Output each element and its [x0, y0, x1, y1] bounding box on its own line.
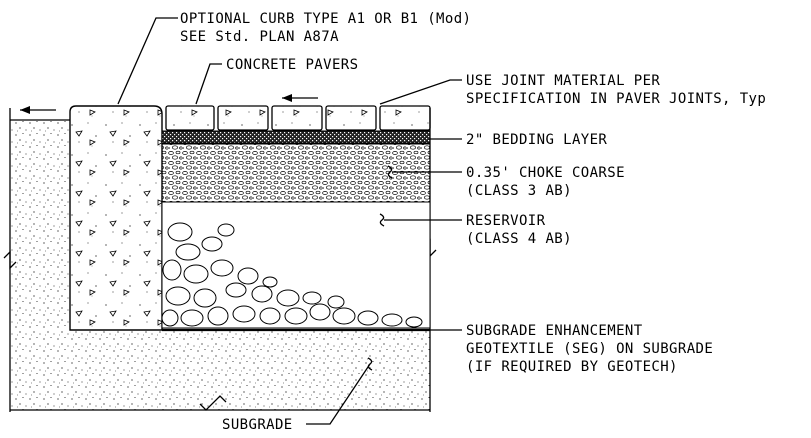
choke-label-line2: (CLASS 3 AB) [466, 183, 572, 199]
pavers-label: CONCRETE PAVERS [226, 57, 358, 73]
reservoir-label-line1: RESERVOIR [466, 213, 546, 229]
labels: OPTIONAL CURB TYPE A1 OR B1 (Mod) SEE St… [180, 11, 766, 433]
joint-label-line1: USE JOINT MATERIAL PER [466, 73, 660, 89]
curb-label-line1: OPTIONAL CURB TYPE A1 OR B1 (Mod) [180, 11, 471, 27]
seg-label-line2: GEOTEXTILE (SEG) ON SUBGRADE [466, 341, 713, 357]
joint-label-line2: SPECIFICATION IN PAVER JOINTS, Typ [466, 91, 766, 107]
flow-arrows [20, 94, 318, 114]
choke-course [161, 143, 431, 203]
curb [69, 105, 163, 331]
seg-label-line1: SUBGRADE ENHANCEMENT [466, 323, 643, 339]
concrete-pavers [165, 105, 431, 131]
seg-label-line3: (IF REQUIRED BY GEOTECH) [466, 359, 678, 375]
subgrade-label: SUBGRADE [222, 417, 293, 433]
reservoir-label-line2: (CLASS 4 AB) [466, 231, 572, 247]
reservoir [161, 201, 431, 329]
leader-lines [117, 17, 462, 425]
bedding-label: 2" BEDDING LAYER [466, 132, 607, 148]
choke-label-line1: 0.35' CHOKE COARSE [466, 165, 625, 181]
curb-label-line2: SEE Std. PLAN A87A [180, 29, 339, 45]
bedding-layer [161, 130, 431, 144]
